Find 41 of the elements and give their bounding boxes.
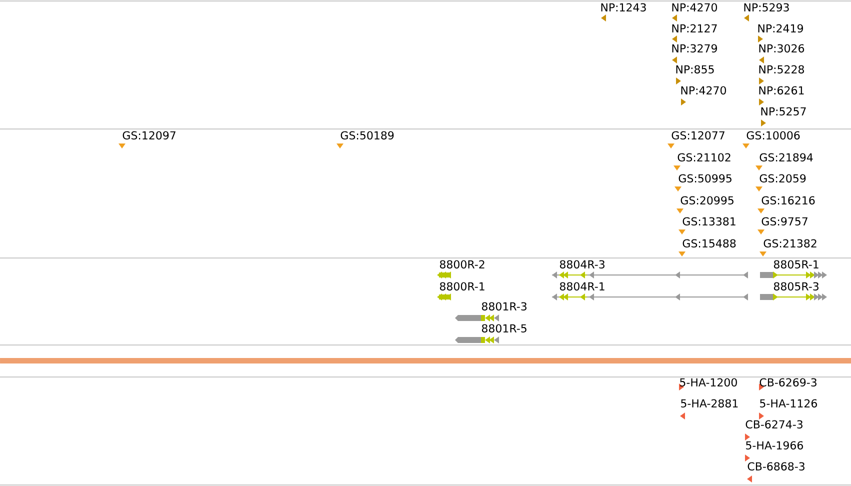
feature-label: GS:15488 bbox=[682, 239, 736, 248]
feature-label: NP:6261 bbox=[759, 86, 804, 95]
feature-label: NP:5228 bbox=[759, 65, 804, 74]
feature-label: 8805R-1 bbox=[774, 260, 818, 269]
feature-label: GS:21102 bbox=[678, 153, 730, 162]
feature-label: NP:5293 bbox=[744, 3, 789, 12]
feature-label: GS:12097 bbox=[122, 131, 176, 140]
feature-label: 8801R-3 bbox=[482, 302, 526, 311]
feature-label: GS:21894 bbox=[760, 153, 813, 162]
feature-label: GS:13381 bbox=[682, 217, 736, 226]
feature-label: 8800R-1 bbox=[440, 282, 484, 291]
feature-label: 8800R-2 bbox=[440, 260, 484, 269]
feature-label: NP:855 bbox=[676, 65, 714, 74]
feature-label: GS:21382 bbox=[764, 239, 816, 248]
feature-label: GS:50995 bbox=[678, 174, 732, 183]
feature-label: 5-HA-1966 bbox=[746, 441, 803, 450]
feature-label: CB-6868-3 bbox=[748, 462, 804, 470]
feature-label: CB-6274-3 bbox=[746, 420, 802, 428]
feature-label: NP:4270 bbox=[672, 3, 718, 12]
feature-label: GS:12077 bbox=[672, 131, 724, 140]
feature-label: GS:16216 bbox=[762, 196, 815, 205]
feature-label: GS:2059 bbox=[760, 174, 806, 183]
feature-label: 5-HA-1126 bbox=[760, 399, 817, 408]
feature-label: 8805R-3 bbox=[774, 282, 818, 291]
feature-label: 5-HA-2881 bbox=[681, 399, 738, 408]
feature-label: GS:9757 bbox=[762, 217, 808, 226]
feature-label: GS:10006 bbox=[746, 131, 800, 140]
feature-label: NP:1243 bbox=[601, 3, 646, 12]
feature-label: GS:20995 bbox=[680, 196, 734, 205]
feature-label: 5-HA-1200 bbox=[680, 378, 737, 387]
feature-label: NP:3026 bbox=[759, 44, 804, 53]
feature-label: GS:50189 bbox=[340, 131, 394, 140]
feature-label: CB-6269-3 bbox=[760, 378, 816, 387]
feature-label: NP:2127 bbox=[672, 24, 717, 32]
feature-label: NP:3279 bbox=[672, 44, 717, 53]
feature-label: 8801R-5 bbox=[482, 324, 526, 333]
feature-label: NP:5257 bbox=[761, 107, 806, 116]
feature-label: NP:4270 bbox=[681, 86, 726, 95]
feature-label: NP:2419 bbox=[758, 24, 803, 33]
feature-label: 8804R-1 bbox=[560, 282, 604, 291]
feature-label: 8804R-3 bbox=[560, 260, 604, 269]
